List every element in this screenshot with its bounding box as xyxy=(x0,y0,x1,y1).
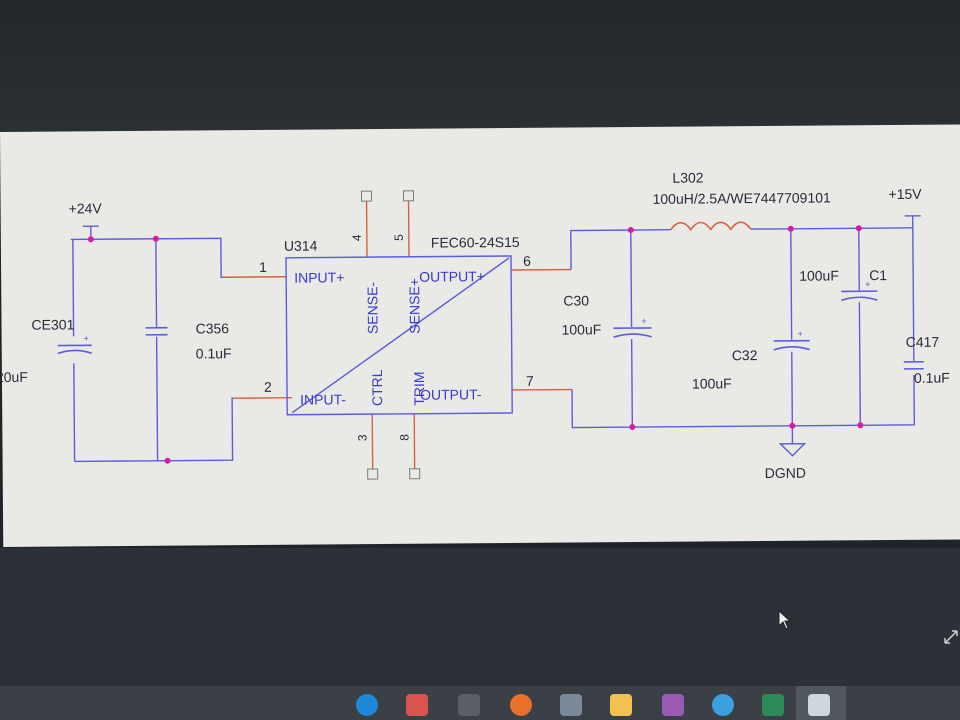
net-label-15v: +15V xyxy=(888,186,922,202)
file-explorer-icon[interactable] xyxy=(610,694,632,716)
pin-1-number: 1 xyxy=(259,259,267,275)
pin-4-terminal xyxy=(360,190,373,202)
wire-c356-bottom xyxy=(155,336,159,461)
pin-label-sense-minus: SENSE- xyxy=(364,282,380,335)
firefox-icon[interactable] xyxy=(510,694,532,716)
pin-3-terminal xyxy=(367,468,379,480)
c32-polarity: + xyxy=(798,329,803,339)
desktop-background xyxy=(0,548,960,688)
pin-label-output-minus: OUTPUT- xyxy=(420,386,482,402)
junction xyxy=(164,457,171,464)
edge-icon[interactable] xyxy=(356,694,378,716)
pin-label-output-plus: OUTPUT+ xyxy=(419,268,485,285)
module-part: FEC60-24S15 xyxy=(431,234,520,251)
c1-symbol-curve xyxy=(841,296,878,302)
weather-icon[interactable] xyxy=(712,694,734,716)
c1-ref: C1 xyxy=(869,267,887,283)
ground-symbol xyxy=(778,442,807,457)
c30-symbol-curve xyxy=(613,333,652,338)
pin-4-number: 4 xyxy=(350,234,364,241)
pin-label-ctrl: CTRL xyxy=(369,369,385,406)
c417-ref: C417 xyxy=(906,334,940,350)
c32-value: 100uF xyxy=(692,375,732,391)
pin-5-terminal xyxy=(402,190,415,202)
paint-icon[interactable] xyxy=(662,694,684,716)
wire-c32-bottom xyxy=(791,351,794,444)
net-label-24v: +24V xyxy=(69,200,103,216)
pin-label-sense-plus: SENSE+ xyxy=(406,278,422,334)
wire-c32-top xyxy=(790,228,793,340)
c356-symbol xyxy=(145,326,168,336)
schematic-canvas[interactable]: + xyxy=(0,124,960,547)
wire-ce301-top xyxy=(72,239,75,337)
monitor-top-bezel xyxy=(0,0,960,132)
c30-value: 100uF xyxy=(562,321,602,337)
pin-3-number: 3 xyxy=(355,434,369,441)
taskbar-active-item[interactable] xyxy=(796,686,846,720)
wire-output-bottom xyxy=(571,374,916,429)
c30-polarity: + xyxy=(641,316,646,326)
c1-value: 100uF xyxy=(799,267,839,283)
c30-ref: C30 xyxy=(563,292,589,308)
l302-value: 100uH/2.5A/WE7447709101 xyxy=(652,189,831,206)
ce301-ref: CE301 xyxy=(31,316,74,332)
wire-c30-bottom xyxy=(630,339,634,428)
l302-ref: L302 xyxy=(672,169,703,185)
photos-icon[interactable] xyxy=(406,694,428,716)
image-viewer-icon[interactable] xyxy=(808,694,830,716)
pin-label-trim: TRIM xyxy=(411,371,427,405)
c417-value: 0.1uF xyxy=(914,370,950,386)
l302-symbol xyxy=(670,221,752,231)
pin-label-input-minus: INPUT- xyxy=(300,391,346,407)
c32-ref: C32 xyxy=(732,347,758,363)
wire-output-top xyxy=(570,229,671,270)
module-u314 xyxy=(285,255,513,416)
schematic-drawing: + xyxy=(0,169,950,481)
ce301-value: 20uF xyxy=(0,369,28,385)
wire-input-top xyxy=(70,237,232,278)
junction xyxy=(152,235,159,242)
wire-c356-top xyxy=(155,238,158,327)
pin-7-number: 7 xyxy=(526,373,534,389)
pin-5-number: 5 xyxy=(392,234,406,241)
net-label-dgnd: DGND xyxy=(765,465,806,481)
resize-handle-icon[interactable] xyxy=(942,628,960,646)
junction xyxy=(87,236,94,243)
wire-input-bottom xyxy=(74,397,235,463)
app-icon[interactable] xyxy=(560,694,582,716)
c1-polarity: + xyxy=(865,279,870,289)
wire-15v-rail xyxy=(750,227,913,230)
wire-c1-bottom xyxy=(858,302,862,426)
ce301-polarity: + xyxy=(84,333,89,343)
mouse-cursor-icon xyxy=(778,610,792,630)
pin-label-input-plus: INPUT+ xyxy=(294,269,344,285)
wire-ce301-bottom xyxy=(73,363,76,462)
pin-6-number: 6 xyxy=(523,253,531,269)
pin-8-number: 8 xyxy=(397,434,411,441)
ce301-symbol xyxy=(57,344,93,355)
pin-8-terminal xyxy=(409,468,421,480)
wire-c30-top xyxy=(630,230,633,328)
pin-2-number: 2 xyxy=(264,379,272,395)
c356-value: 0.1uF xyxy=(196,345,232,361)
calculator-icon[interactable] xyxy=(458,694,480,716)
snipping-icon[interactable] xyxy=(762,694,784,716)
module-ref: U314 xyxy=(284,238,318,254)
wire-c417-top xyxy=(912,227,915,361)
c32-symbol-curve xyxy=(773,345,810,351)
c356-ref: C356 xyxy=(195,320,229,336)
